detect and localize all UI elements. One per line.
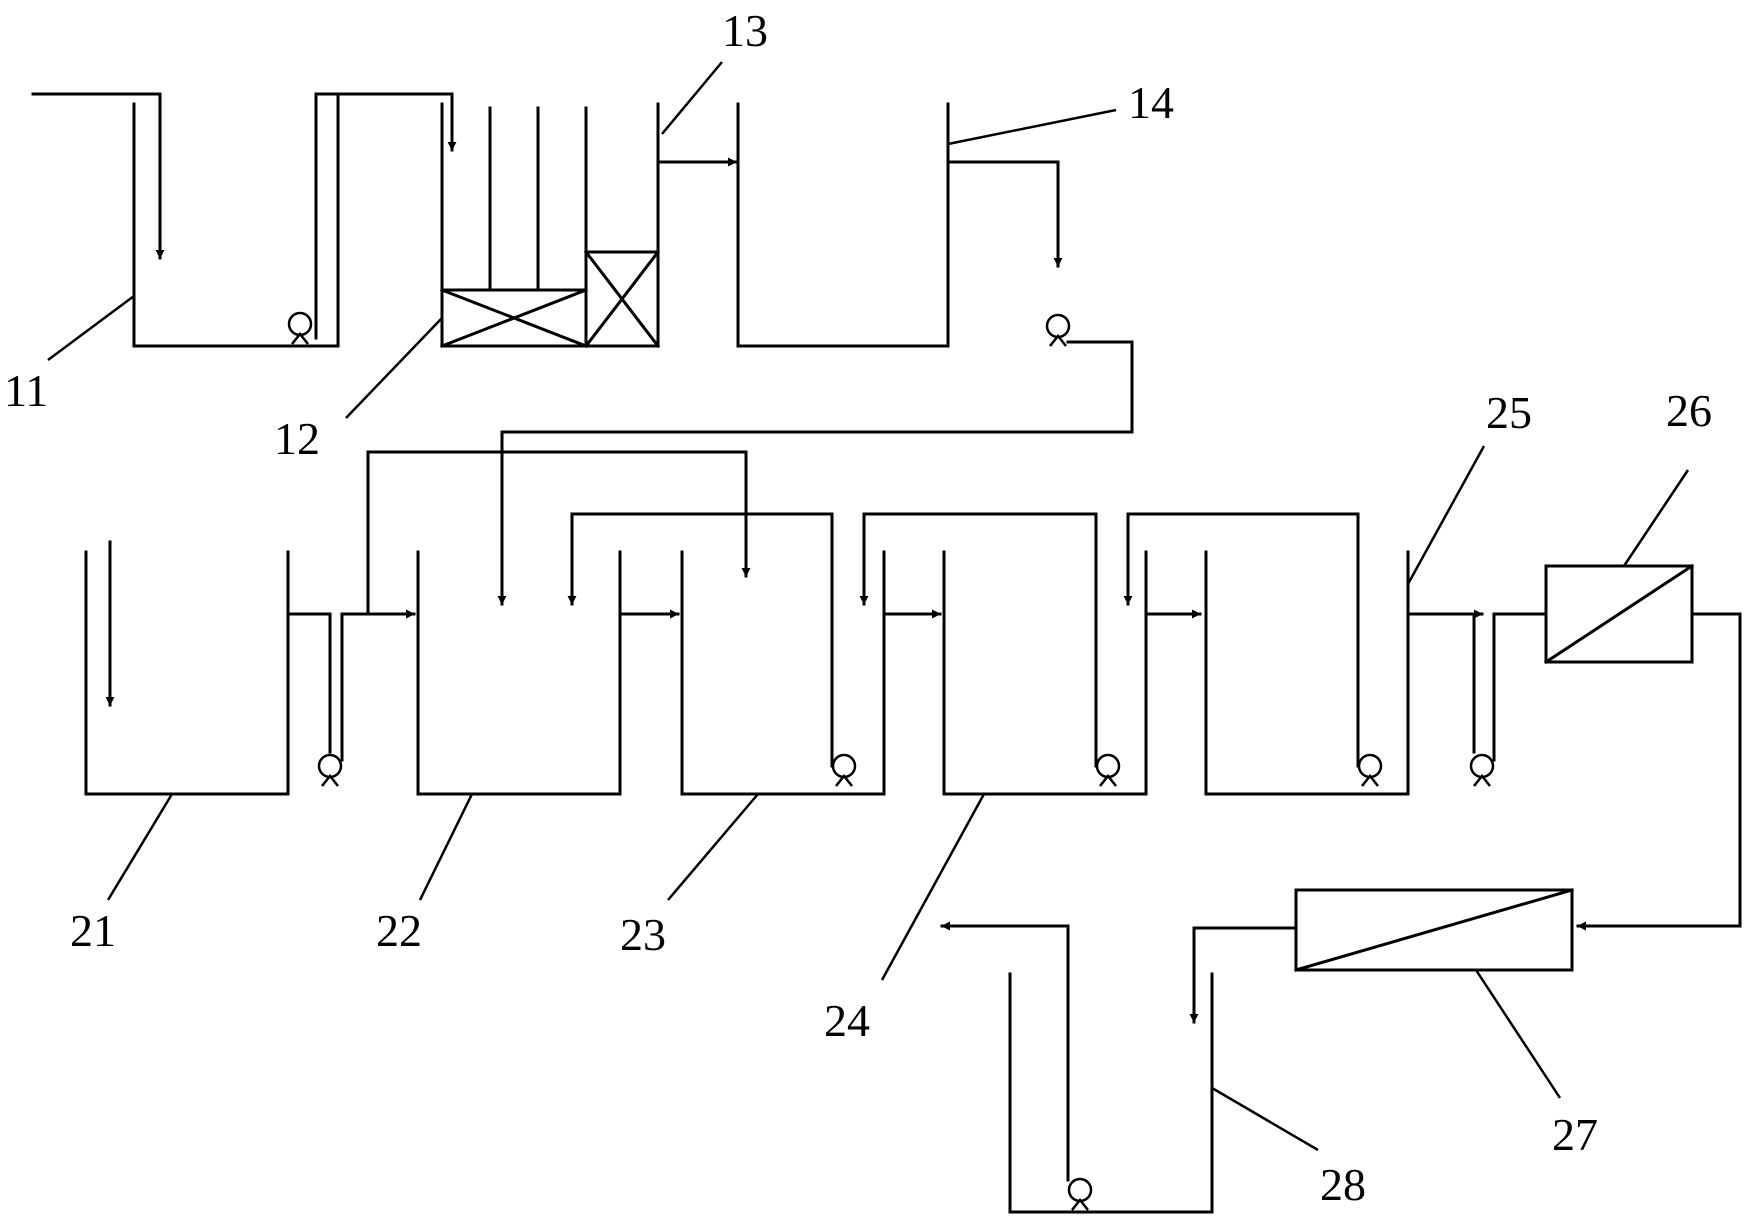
leader-lines [47,61,1690,1152]
labels: 11 12 13 14 21 22 23 24 25 26 27 28 [4,5,1712,1210]
pump-icon [1095,753,1121,787]
label-21: 21 [70,905,116,956]
label-22: 22 [376,905,422,956]
return-23-to-22 [567,512,834,768]
lower-stage [84,450,1742,1214]
label-14: 14 [1128,77,1174,128]
tank-11-inflow-pipe [31,92,165,260]
pump-icon [287,311,313,345]
pump-icon [1045,313,1071,347]
return-24-to-23 [859,512,1098,768]
pipe-26-to-27 [1576,612,1742,931]
label-11: 11 [4,365,48,416]
pipe-28-outflow [940,921,1070,1182]
tank-24 [942,550,1148,796]
bypass-21-to-23 [366,450,751,616]
pipe-14-outflow [946,160,1063,268]
label-27: 27 [1552,1109,1598,1160]
pump-icon [1357,753,1383,787]
membrane-unit-26 [1543,563,1695,665]
upper-stage [31,92,1134,606]
membrane-unit-27 [1294,888,1574,972]
tank-14 [736,102,950,348]
return-25-to-24 [1123,512,1360,768]
pipe-27-to-28 [1189,926,1298,1024]
label-26: 26 [1666,385,1712,436]
pump-icon [831,753,857,787]
pipe-21-outflow [286,612,332,754]
tank-28 [1008,972,1214,1214]
label-13: 13 [722,5,768,56]
pump-icon [1067,1177,1093,1211]
pump-icon [317,753,343,787]
pipe-21-to-22 [340,609,416,762]
tank-22 [416,550,622,796]
packed-bed-13 [583,249,661,349]
pipe-14-to-22 [497,340,1134,606]
label-24: 24 [824,995,870,1046]
tank-25 [1204,550,1410,796]
label-12: 12 [274,413,320,464]
label-23: 23 [620,909,666,960]
packed-bed-12 [440,288,588,348]
tank-21 [84,550,290,796]
label-28: 28 [1320,1159,1366,1210]
pipe-11-to-12 [314,92,457,340]
label-25: 25 [1486,387,1532,438]
tank-11 [132,94,340,348]
tank-12-13 [440,102,660,348]
pump-icon [1469,753,1495,787]
pipe-pump-to-26 [1492,612,1548,762]
tank-23 [680,550,886,796]
